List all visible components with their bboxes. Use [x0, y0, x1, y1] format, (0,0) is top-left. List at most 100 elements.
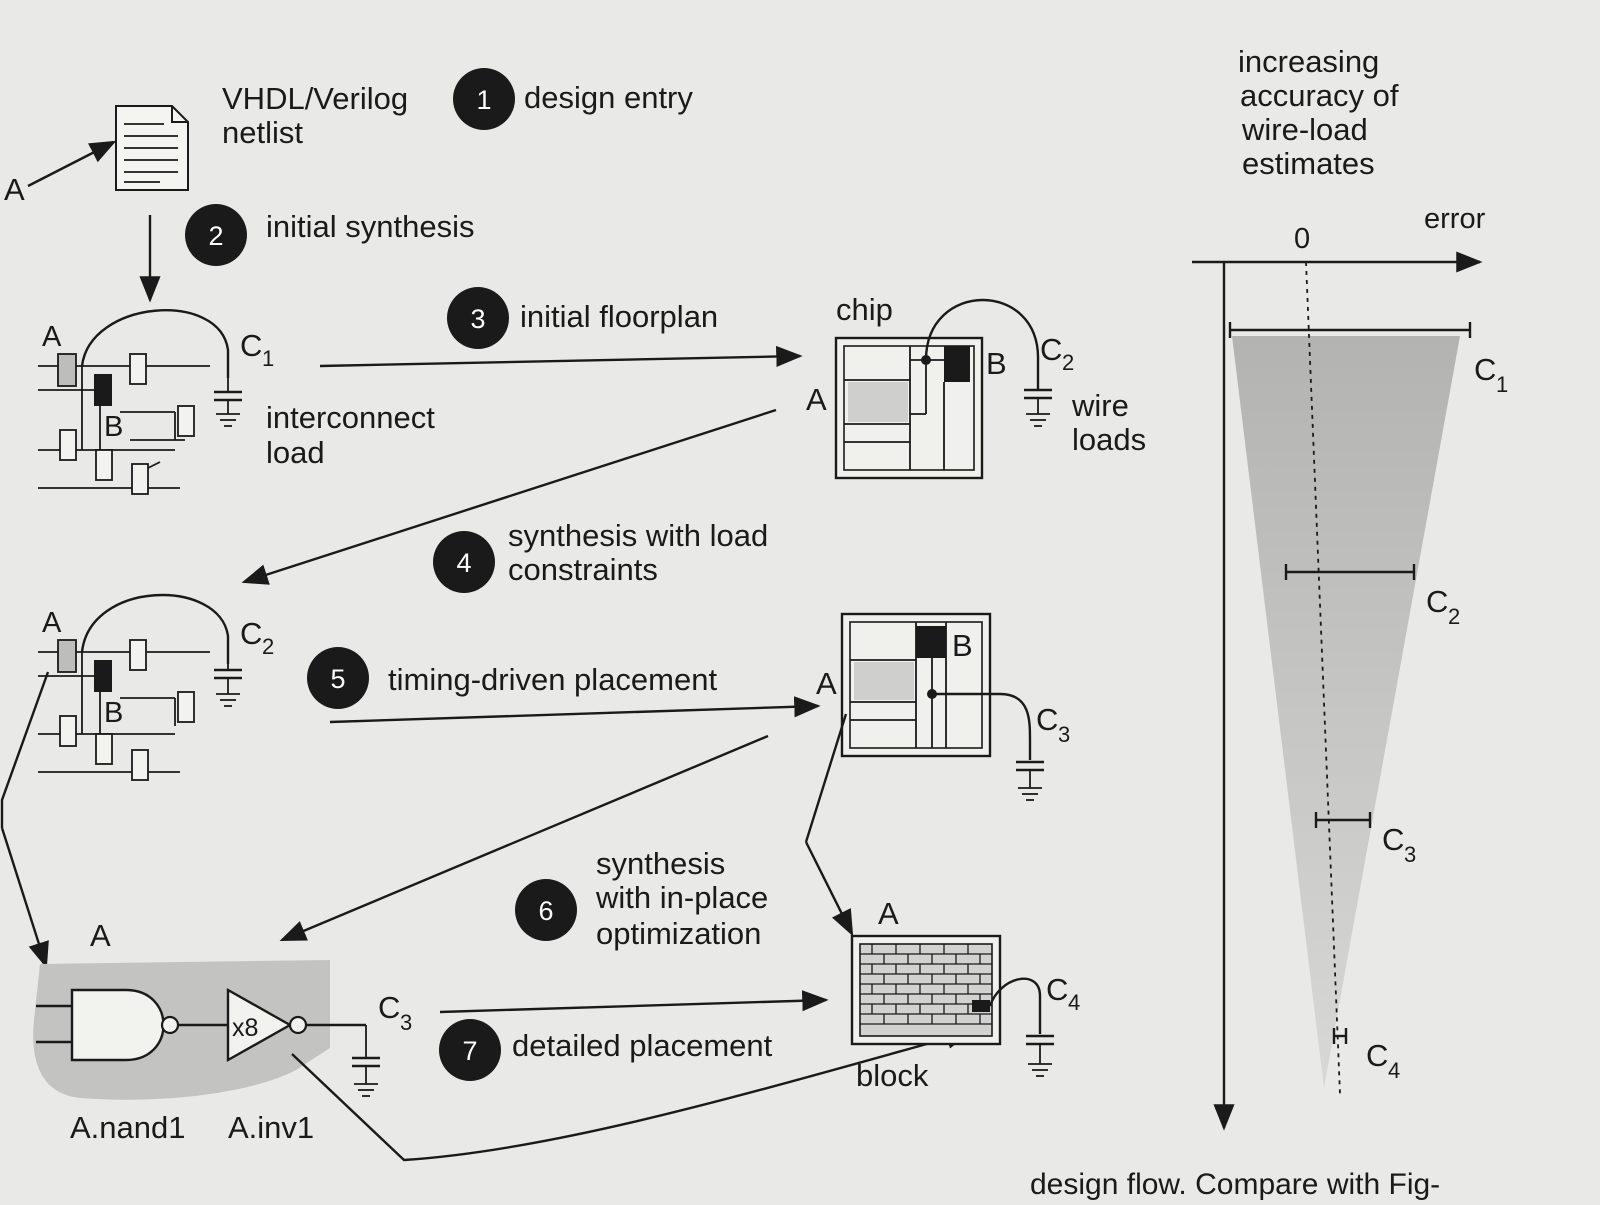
block-label: block — [856, 1058, 929, 1093]
gates-cap-sub: 3 — [400, 1010, 412, 1035]
load-constraints-arrow — [241, 408, 777, 585]
step-1-label: design entry — [524, 80, 693, 115]
step-7-label: detailed placement — [512, 1028, 773, 1063]
step-3-label: initial floorplan — [520, 299, 718, 334]
error-zero-label: 0 — [1294, 223, 1310, 255]
gates-cap-main: C — [378, 990, 400, 1025]
step-3-marker — [447, 287, 509, 349]
accuracy-title-line4: estimates — [1242, 146, 1375, 181]
accuracy-title-line1: increasing — [1238, 44, 1379, 79]
step-4-label-line1: synthesis with load — [508, 518, 768, 553]
error-axis-label: error — [1424, 203, 1486, 235]
caption-fragment: design flow. Compare with Fig- — [1030, 1168, 1440, 1200]
estimate-c2-main: C — [1426, 584, 1448, 619]
chip-title: chip — [836, 292, 893, 327]
estimate-c2-sub: 2 — [1448, 604, 1460, 629]
placement-cap-main: C — [1036, 702, 1058, 737]
chip-floorplan — [834, 299, 1052, 480]
chip-node-b: B — [986, 346, 1007, 381]
step-6-marker — [515, 879, 577, 941]
step-6-label-line2: with in-place — [595, 880, 768, 915]
estimate-c3-main: C — [1382, 822, 1404, 857]
estimate-bar-c1 — [1228, 322, 1472, 338]
nand-instance-label: A.nand1 — [70, 1110, 186, 1145]
block-cap-main: C — [1046, 972, 1068, 1007]
wire-loads-line1: wire — [1071, 388, 1129, 423]
step-2-label: initial synthesis — [266, 209, 474, 244]
netlist-label-line2: netlist — [222, 115, 303, 150]
step-6-label-line1: synthesis — [596, 846, 725, 881]
timing-placement-floorplan — [840, 612, 1044, 801]
interconnect-label-line2: load — [266, 435, 325, 470]
step-7-number: 7 — [462, 1036, 477, 1066]
step-6-label-line3: optimization — [596, 916, 761, 951]
circuit-1-node-a: A — [42, 321, 62, 353]
accuracy-title-line2: accuracy of — [1240, 78, 1399, 113]
block-node-a: A — [878, 896, 899, 931]
placement-cap-sub: 3 — [1058, 722, 1070, 747]
circuit-2-cap-main: C — [240, 616, 262, 651]
circuit-schematic-1 — [38, 309, 242, 495]
left-return-line — [0, 671, 50, 828]
in-place-opt-arrow — [279, 734, 769, 942]
estimate-bar-c3 — [1314, 812, 1372, 828]
circuit-2-cap-sub: 2 — [262, 634, 274, 659]
circuit-1-cap-sub: 1 — [262, 346, 274, 371]
step-3-number: 3 — [470, 304, 485, 334]
floorplan-arrow — [319, 345, 803, 368]
block-cap-sub: 4 — [1068, 990, 1080, 1015]
estimate-c1-main: C — [1474, 352, 1496, 387]
netlist-pointer-arrow — [27, 140, 117, 188]
placement-arrow — [329, 696, 821, 724]
circuit-1-node-b: B — [104, 411, 123, 443]
step-1-marker — [453, 68, 515, 130]
circuit-1-cap-main: C — [240, 328, 262, 363]
step-2-number: 2 — [208, 221, 223, 251]
accuracy-title-line3: wire-load — [1241, 112, 1368, 147]
inverter-instance-label: A.inv1 — [228, 1110, 314, 1145]
placement-to-block-arrow — [804, 841, 854, 937]
estimate-c3-sub: 3 — [1404, 842, 1416, 867]
step-4-label-line2: constraints — [508, 552, 658, 587]
left-return-arrow — [0, 827, 49, 969]
gates-node-a: A — [90, 918, 111, 953]
buffer-inverter-icon — [226, 987, 380, 1097]
error-spread-cone — [1232, 336, 1460, 1088]
estimate-bar-c4 — [1332, 1028, 1348, 1044]
netlist-pointer-label: A — [4, 172, 25, 207]
circuit-2-node-a: A — [42, 607, 62, 639]
chip-cap-sub: 2 — [1062, 350, 1074, 375]
wire-loads-line2: loads — [1072, 422, 1146, 457]
interconnect-label-line1: interconnect — [266, 400, 435, 435]
chip-cap-main: C — [1040, 332, 1062, 367]
estimate-c1-sub: 1 — [1496, 372, 1508, 397]
estimate-c4-sub: 4 — [1388, 1058, 1400, 1083]
step-5-number: 5 — [330, 664, 345, 694]
nand-gate-icon — [36, 988, 228, 1062]
chip-node-a: A — [806, 382, 827, 417]
zero-error-line — [1305, 261, 1341, 1095]
circuit-schematic-2 — [38, 593, 242, 781]
detailed-placement-arrow — [439, 990, 829, 1014]
estimate-bar-c2 — [1284, 564, 1416, 580]
estimate-c4-main: C — [1366, 1038, 1388, 1073]
circuit-2-node-b: B — [104, 697, 123, 729]
step-4-number: 4 — [456, 548, 471, 578]
bottom-return-arrow — [291, 1028, 973, 1162]
netlist-document-icon — [115, 105, 189, 191]
step-5-label: timing-driven placement — [388, 662, 717, 697]
buffer-size-label: x8 — [232, 1014, 258, 1042]
step-2-marker — [185, 204, 247, 266]
step-5-marker — [307, 647, 369, 709]
placement-to-block-line — [804, 713, 848, 843]
step-1-number: 1 — [476, 85, 491, 115]
placement-node-a: A — [816, 666, 837, 701]
netlist-label-line1: VHDL/Verilog — [222, 81, 408, 116]
step-4-marker — [433, 531, 495, 593]
step-6-number: 6 — [538, 896, 553, 926]
detailed-block-layout — [850, 934, 1054, 1077]
step-7-marker — [439, 1019, 501, 1081]
placement-node-b: B — [952, 628, 973, 663]
